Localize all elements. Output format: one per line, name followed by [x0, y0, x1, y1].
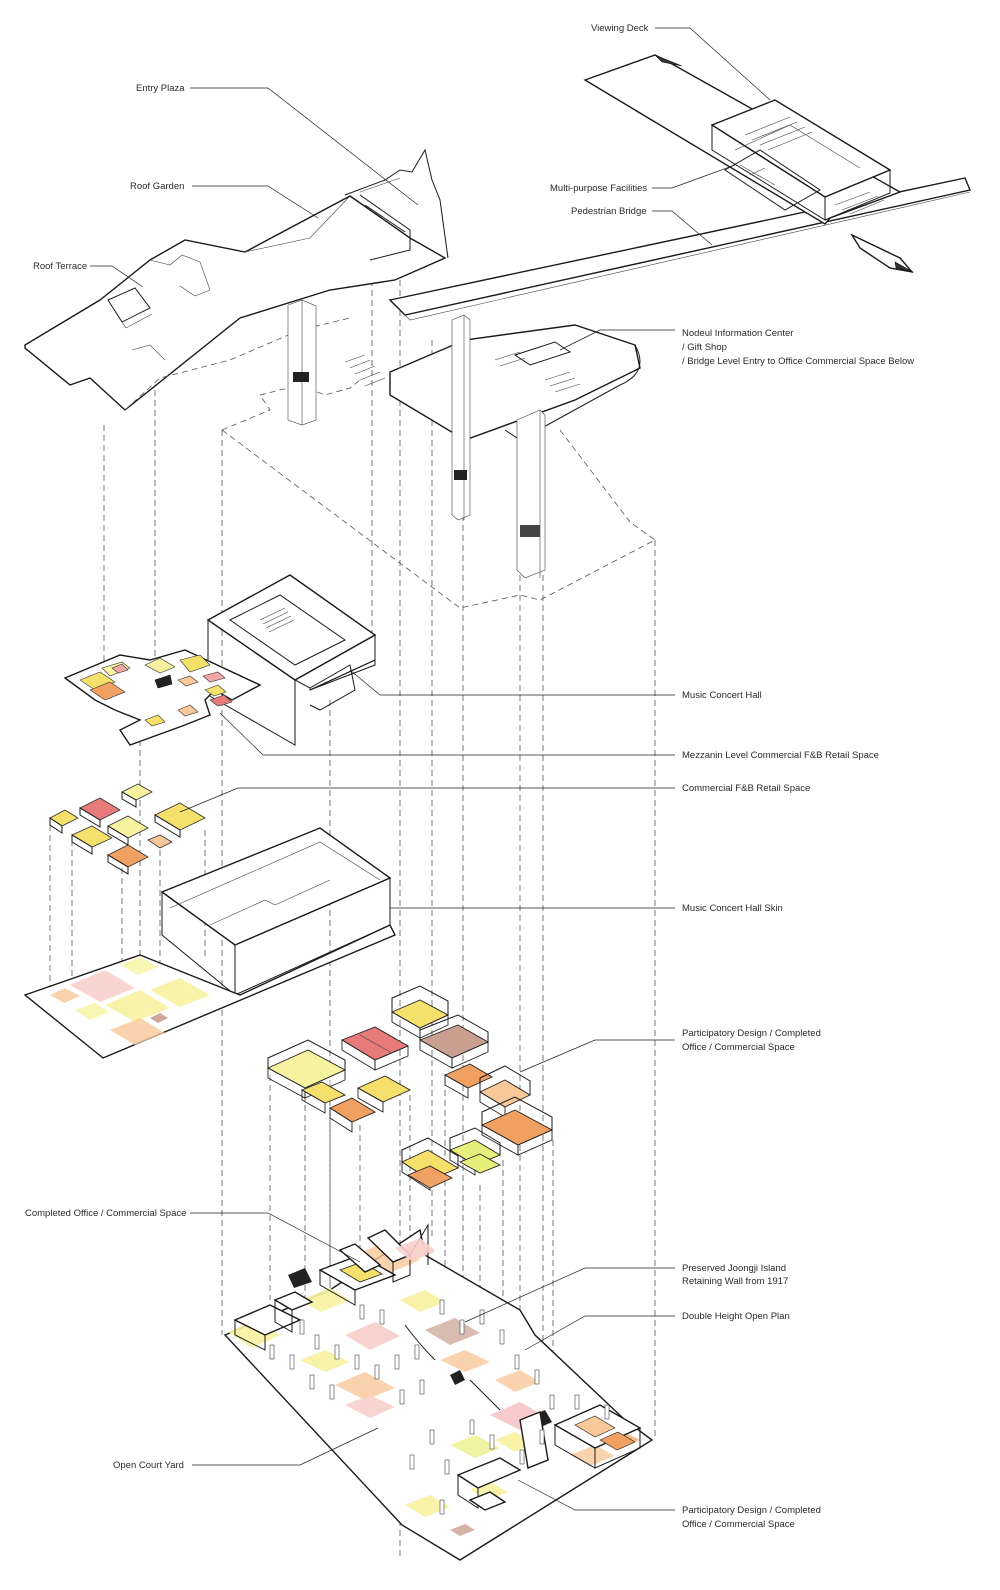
mezzanine-level — [63, 574, 377, 746]
label-preserved-1: Preserved Joongji Island — [682, 1263, 786, 1274]
label-nodeul-1: Nodeul Information Center — [682, 328, 793, 339]
labels: Viewing Deck Entry Plaza Roof Garden Roo… — [25, 23, 914, 1530]
label-music-hall: Music Concert Hall — [682, 690, 762, 701]
participatory-boxes — [266, 985, 554, 1191]
label-roof-garden: Roof Garden — [130, 181, 184, 192]
leader-lines — [90, 27, 771, 1511]
label-open-court: Open Court Yard — [113, 1460, 184, 1471]
label-multipurpose: Multi-purpose Facilities — [550, 183, 647, 194]
label-roof-terrace: Roof Terrace — [33, 261, 87, 272]
label-nodeul-3: / Bridge Level Entry to Office Commercia… — [682, 356, 914, 367]
fb-retail-level — [23, 783, 396, 1059]
label-nodeul-2: / Gift Shop — [682, 342, 727, 353]
label-participatory-1b: Office / Commercial Space — [682, 1042, 795, 1053]
label-participatory-2a: Participatory Design / Completed — [682, 1505, 821, 1516]
label-music-hall-skin: Music Concert Hall Skin — [682, 903, 783, 914]
label-commercial-fb: Commercial F&B Retail Space — [682, 783, 810, 794]
vertical-cores — [287, 299, 546, 579]
roof-level — [24, 54, 971, 609]
label-preserved-2: Retaining Wall from 1917 — [682, 1276, 788, 1287]
label-viewing-deck: Viewing Deck — [591, 23, 649, 34]
label-completed-office: Completed Office / Commercial Space — [25, 1208, 186, 1219]
ground-floor — [223, 1223, 654, 1561]
label-mezzanine: Mezzanin Level Commercial F&B Retail Spa… — [682, 750, 879, 761]
ground-columns — [269, 1299, 610, 1515]
label-double-height: Double Height Open Plan — [682, 1311, 790, 1322]
label-entry-plaza: Entry Plaza — [136, 83, 185, 94]
label-pedestrian-bridge: Pedestrian Bridge — [571, 206, 647, 217]
stair-hatch — [344, 351, 581, 393]
label-participatory-2b: Office / Commercial Space — [682, 1519, 795, 1530]
label-participatory-1a: Participatory Design / Completed — [682, 1028, 821, 1039]
